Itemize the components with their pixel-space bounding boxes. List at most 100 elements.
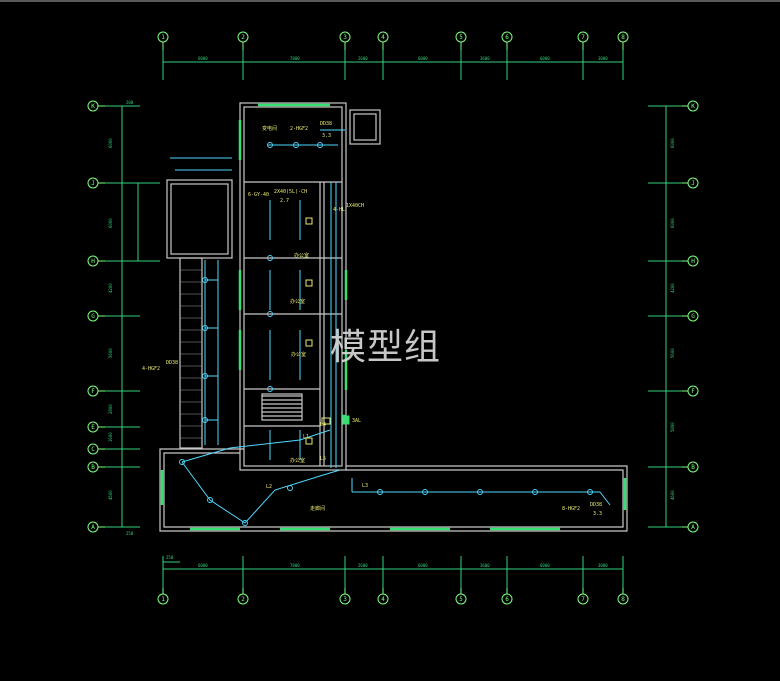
room-label-office-4: 办公室 (290, 457, 305, 464)
label-top-spec: DD38 (320, 121, 332, 127)
label-br-fixture: 8-HGF2 (562, 506, 580, 512)
label-top-val: 3.3 (322, 133, 331, 139)
svg-text:200: 200 (126, 100, 134, 105)
label-panel: 3AL (352, 418, 361, 424)
axis-top-3: 3 (343, 34, 347, 41)
axis-left-b: B (91, 464, 95, 471)
svg-text:4200: 4200 (108, 283, 113, 293)
svg-text:3000: 3000 (598, 563, 608, 568)
axis-right-h: H (691, 258, 695, 265)
axis-left-j: J (91, 180, 95, 187)
top-dimension-values: 6000 7800 2600 6000 3600 6000 3000 (198, 56, 608, 61)
label-vertical-fixture: 4-HGF2 (142, 366, 160, 372)
svg-text:6000: 6000 (418, 56, 428, 61)
room-label-top: 变电间 (262, 125, 277, 132)
svg-text:3600: 3600 (480, 563, 490, 568)
axis-top-1: 1 (161, 34, 165, 41)
axis-bottom-8: 8 (621, 596, 625, 603)
axis-top-8: 8 (621, 34, 625, 41)
axis-left-k: K (91, 103, 95, 110)
label-top-fixture: 2-HGF2 (290, 126, 308, 132)
svg-text:2600: 2600 (358, 56, 368, 61)
right-dimension-values: 6000 6000 4200 5600 5800 4600 (670, 138, 675, 500)
svg-text:6000: 6000 (418, 563, 428, 568)
svg-text:4200: 4200 (670, 283, 675, 293)
svg-text:7800: 7800 (290, 56, 300, 61)
bottom-dimension-values: 6000 7800 2600 6000 3600 6000 3000 250 (166, 555, 608, 568)
room-label-corridor: 走廊间 (310, 505, 325, 512)
left-dimension-chain (105, 105, 160, 528)
svg-text:6000: 6000 (540, 563, 550, 568)
room-label-office-2: 办公室 (290, 298, 305, 305)
axis-left-h: H (91, 258, 95, 265)
svg-text:6000: 6000 (198, 563, 208, 568)
axis-bottom-4: 4 (381, 596, 385, 603)
axis-left-f: F (91, 388, 95, 395)
window-openings (160, 103, 627, 531)
label-l2: L2 (266, 484, 272, 490)
label-left-val: 2.7 (280, 198, 289, 204)
axis-right-a: A (691, 524, 695, 531)
axis-top-7: 7 (581, 34, 585, 41)
axis-top-4: 4 (381, 34, 385, 41)
svg-text:250: 250 (126, 531, 134, 536)
svg-text:3000: 3000 (598, 56, 608, 61)
label-l1: L1 (303, 434, 309, 440)
axis-label-text: 1 2 3 4 5 6 7 8 1 2 3 4 5 6 7 8 K J H G … (91, 34, 695, 603)
axis-bottom-2: 2 (241, 596, 245, 603)
window-top-border (0, 0, 780, 2)
svg-text:6000: 6000 (108, 218, 113, 228)
label-vertical-spec: DD38 (166, 360, 178, 366)
bottom-dimension-chain (162, 556, 624, 588)
label-right-spec: 1X40CH (346, 203, 364, 209)
svg-text:6000: 6000 (198, 56, 208, 61)
svg-text:6000: 6000 (670, 218, 675, 228)
svg-text:7800: 7800 (290, 563, 300, 568)
axis-leaders (98, 42, 688, 594)
right-dimension-chain (648, 105, 682, 528)
axis-left-g: G (91, 313, 95, 320)
svg-text:2800: 2800 (108, 404, 113, 414)
label-br-val: 3.3 (593, 511, 602, 517)
axis-right-b: B (691, 464, 695, 471)
axis-bottom-3: 3 (343, 596, 347, 603)
axis-bottom-5: 5 (459, 596, 463, 603)
plan-labels: 变电间 办公室 办公室 办公室 办公室 走廊间 2-HGF2 DD38 3.3 … (142, 121, 602, 517)
svg-text:5600: 5600 (108, 348, 113, 358)
svg-text:5800: 5800 (670, 422, 675, 432)
label-l5: L5 (320, 456, 326, 462)
svg-text:6000: 6000 (540, 56, 550, 61)
svg-text:4600: 4600 (670, 490, 675, 500)
axis-right-k: K (691, 103, 695, 110)
watermark-text: 模型组 (330, 327, 442, 368)
axis-right-f: F (691, 388, 695, 395)
axis-left-e: E (91, 424, 95, 431)
svg-text:4600: 4600 (108, 490, 113, 500)
label-l4: L4 (320, 422, 326, 428)
axis-top-6: 6 (505, 34, 509, 41)
axis-top-5: 5 (459, 34, 463, 41)
label-br-spec: DD38 (590, 502, 602, 508)
label-left-fixture: 6-GY-40 (248, 192, 269, 198)
top-dimension-chain (162, 50, 624, 80)
device-markers (305, 217, 350, 445)
axis-left-a: A (91, 524, 95, 531)
label-l3: L3 (362, 483, 368, 489)
label-right-fixture: 4-HL (333, 207, 345, 213)
label-left-spec: 2X40(5L)-CH (274, 189, 307, 195)
svg-text:3600: 3600 (480, 56, 490, 61)
room-label-office-1: 办公室 (294, 252, 309, 259)
room-label-office-3: 办公室 (291, 351, 306, 358)
svg-text:1600: 1600 (108, 432, 113, 442)
svg-text:2600: 2600 (358, 563, 368, 568)
lighting-circuits (170, 129, 611, 524)
light-fixtures (179, 142, 593, 526)
svg-text:250: 250 (166, 555, 174, 560)
axis-right-g: G (691, 313, 695, 320)
stair-treads-left (180, 269, 202, 439)
axis-bottom-1: 1 (161, 596, 165, 603)
left-dimension-values: 6000 6000 4200 5600 2800 1600 4600 200 2… (108, 100, 134, 536)
axis-bottom-7: 7 (581, 596, 585, 603)
